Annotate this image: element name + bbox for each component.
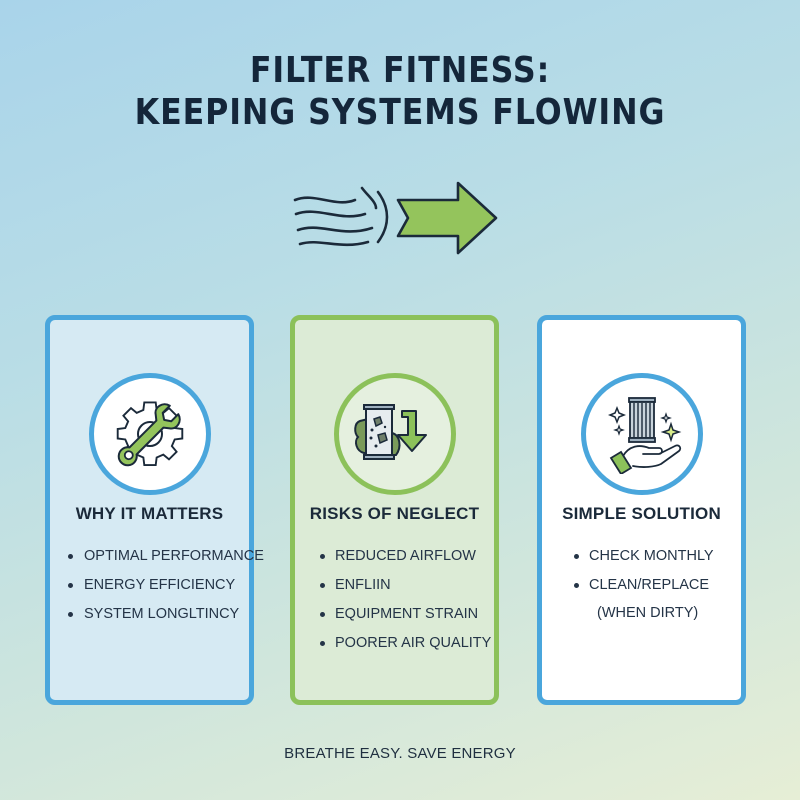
card-list: CHECK MONTHLY CLEAN/REPLACE(WHEN DIRTY)	[542, 542, 741, 626]
bullet-icon	[320, 554, 325, 559]
list-item: CLEAN/REPLACE(WHEN DIRTY)	[542, 571, 741, 626]
icon-badge	[88, 373, 211, 495]
icon-badge	[580, 373, 703, 495]
card-heading: SIMPLE SOLUTION	[562, 504, 721, 523]
card-risks-of-neglect: RISKS OF NEGLECT REDUCED AIRFLOW ENFLIIN…	[290, 315, 499, 705]
title-line-1: FILTER FITNESS:	[249, 50, 551, 91]
list-item: EQUIPMENT STRAIN	[295, 600, 494, 629]
bullet-icon	[68, 612, 73, 617]
list-item: OPTIMAL PERFORMANCE	[50, 542, 264, 571]
hand-holding-clean-filter-icon	[607, 397, 681, 474]
list-item: CHECK MONTHLY	[542, 542, 741, 571]
list-item: ENERGY EFFICIENCY	[50, 571, 249, 600]
bullet-icon	[574, 583, 579, 588]
title-line-2: KEEPING SYSTEMS FLOWING	[134, 92, 666, 133]
bullet-icon	[320, 583, 325, 588]
card-simple-solution: SIMPLE SOLUTION CHECK MONTHLY CLEAN/REPL…	[537, 315, 746, 705]
card-heading: WHY IT MATTERS	[75, 504, 224, 523]
bullet-icon	[68, 583, 73, 588]
bullet-icon	[68, 554, 73, 559]
card-list: OPTIMAL PERFORMANCE ENERGY EFFICIENCY SY…	[50, 542, 264, 629]
wrench-gear-icon	[116, 401, 183, 467]
list-item: REDUCED AIRFLOW	[295, 542, 494, 571]
list-item: SYSTEM LONGLTINCY	[50, 600, 249, 629]
bullet-icon	[574, 554, 579, 559]
card-list: REDUCED AIRFLOW ENFLIIN EQUIPMENT STRAIN…	[295, 542, 494, 658]
list-item: POORER AIR QUALITY	[295, 629, 494, 658]
card-heading: RISKS OF NEGLECT	[309, 504, 480, 523]
tagline: BREATHE EASY. SAVE ENERGY	[284, 745, 516, 762]
bullet-icon	[320, 612, 325, 617]
airflow-arrow-icon	[293, 181, 498, 255]
list-item-note: (WHEN DIRTY)	[597, 605, 699, 621]
icon-badge	[333, 373, 456, 495]
clogged-filter-down-arrow-icon	[353, 404, 427, 460]
page-title: FILTER FITNESS: KEEPING SYSTEMS FLOWING	[48, 50, 752, 134]
list-item: ENFLIIN	[295, 571, 494, 600]
bullet-icon	[320, 641, 325, 646]
card-why-it-matters: WHY IT MATTERS OPTIMAL PERFORMANCE ENERG…	[45, 315, 264, 705]
